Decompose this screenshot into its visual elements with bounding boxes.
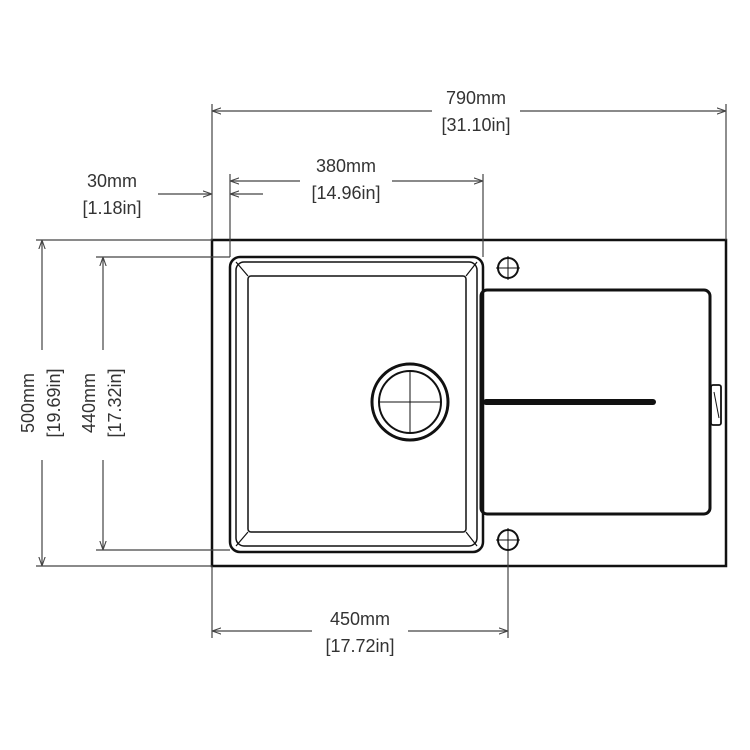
cabinet-width-imperial: [17.72in] — [325, 636, 394, 656]
bowl — [228, 255, 485, 554]
edge-offset-imperial: [1.18in] — [82, 198, 141, 218]
dimension-labels: 790mm [31.10in] 380mm [14.96in] 30mm [1.… — [10, 86, 520, 660]
edge-offset-metric: 30mm — [87, 171, 137, 191]
sink-outline — [210, 238, 728, 568]
overall-width-metric: 790mm — [446, 88, 506, 108]
cabinet-width-metric: 450mm — [330, 609, 390, 629]
tap-hole-icon — [496, 256, 520, 280]
drain-icon — [370, 362, 450, 442]
sink-body — [210, 238, 728, 568]
bowl-width-metric: 380mm — [316, 156, 376, 176]
overflow-icon — [710, 384, 722, 426]
overall-depth-metric: 500mm — [18, 373, 38, 433]
overall-depth-imperial: [19.69in] — [44, 368, 64, 437]
overall-width-imperial: [31.10in] — [441, 115, 510, 135]
tap-hole-icon — [496, 528, 520, 552]
bowl-width-imperial: [14.96in] — [311, 183, 380, 203]
drainer — [479, 288, 712, 516]
bowl-depth-metric: 440mm — [79, 373, 99, 433]
bowl-depth-imperial: [17.32in] — [105, 368, 125, 437]
